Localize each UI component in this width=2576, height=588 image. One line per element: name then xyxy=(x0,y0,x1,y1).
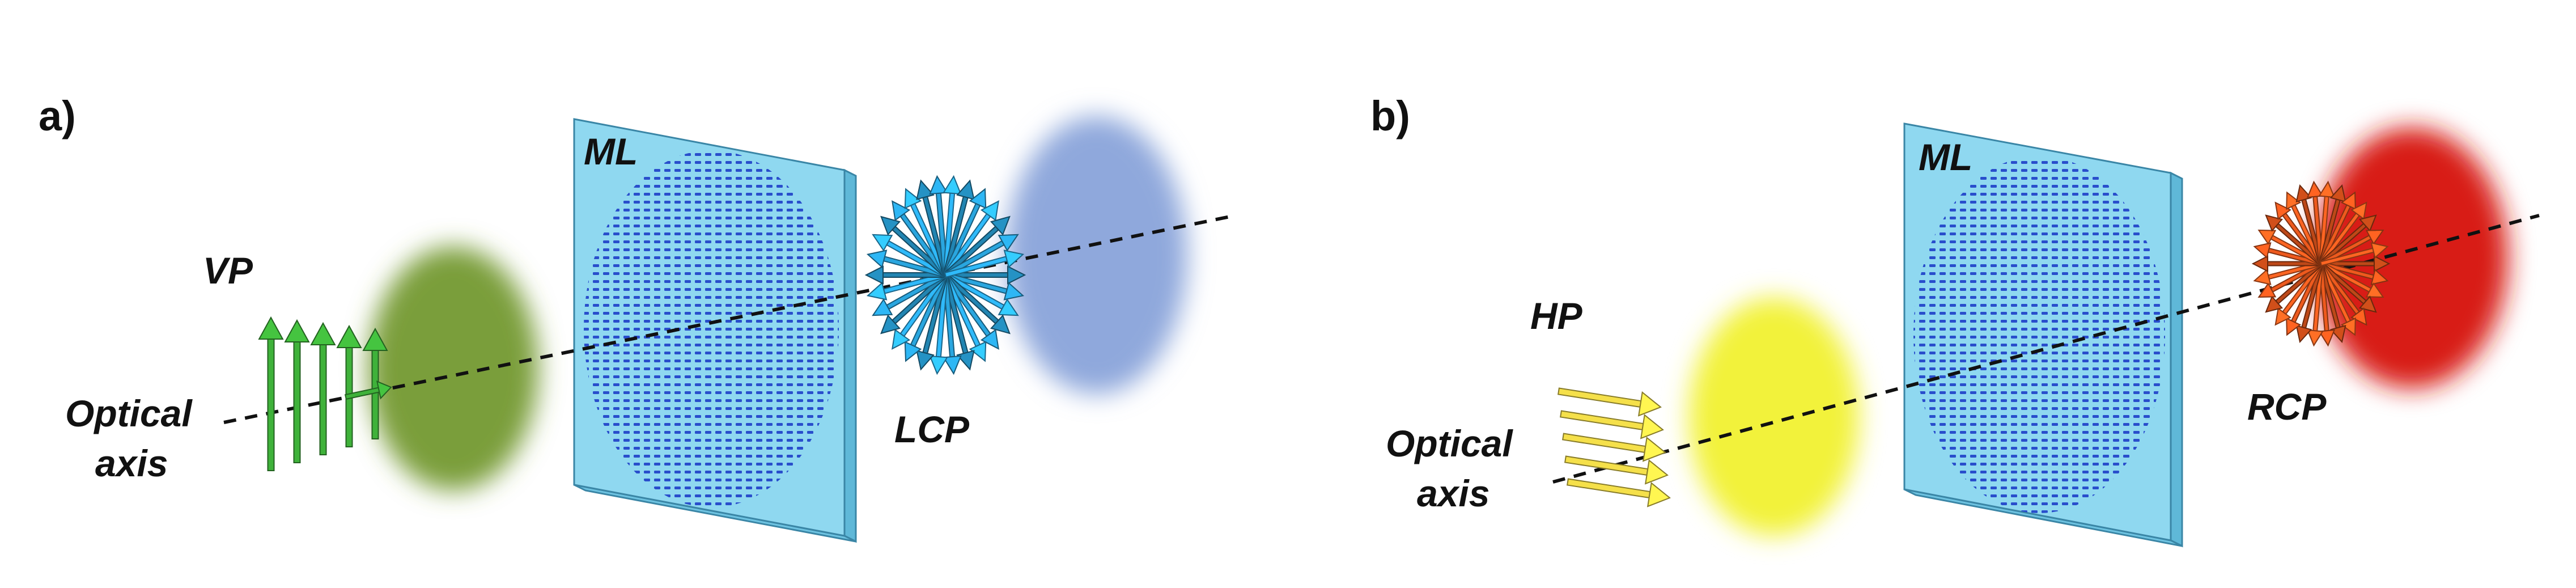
polarization-arrow xyxy=(943,215,1011,278)
polarization-arrow xyxy=(344,380,392,400)
polarization-arrow xyxy=(866,249,947,278)
parallel-arrows-icon xyxy=(1558,387,1671,507)
panel-a: a) VP ML LCP Optical axis xyxy=(39,92,1236,543)
input-beam-spot xyxy=(1689,298,1859,536)
input-beam-spot xyxy=(368,247,538,490)
radial-arrow-burst-icon xyxy=(864,175,1026,375)
metalens-plate xyxy=(1903,122,2183,548)
panel-b-letter: b) xyxy=(1370,92,1410,139)
metalens-pattern xyxy=(584,150,839,507)
polarization-arrow xyxy=(284,319,310,463)
output-beam-spot xyxy=(1006,116,1187,394)
polarization-arrow xyxy=(1558,387,1662,417)
optical-axis-label-line1: Optical xyxy=(1386,422,1513,464)
polarization-arrow xyxy=(864,265,946,285)
polarization-arrow xyxy=(944,249,1025,278)
polarization-arrow xyxy=(310,322,336,455)
polarization-arrow xyxy=(943,200,999,277)
metalens-pattern xyxy=(1913,156,2165,513)
polarization-arrow xyxy=(2257,229,2323,266)
panel-a-letter: a) xyxy=(39,92,76,139)
polarization-arrow xyxy=(2319,261,2389,285)
polarization-arrow xyxy=(1567,478,1671,507)
polarization-arrow xyxy=(2257,261,2323,298)
lcp-label: LCP xyxy=(894,408,970,450)
polarization-arrow xyxy=(1562,433,1666,462)
optical-axis-label-line2: axis xyxy=(1417,472,1489,514)
polarization-arrow xyxy=(2318,180,2336,265)
polarization-arrow xyxy=(943,234,1019,278)
radial-arrow-burst-icon xyxy=(2251,180,2391,347)
optical-axis-label-line1: Optical xyxy=(65,392,193,434)
polarization-arrow xyxy=(1564,455,1669,485)
ml-label: ML xyxy=(584,130,638,172)
polarization-arrow xyxy=(1560,410,1664,439)
metalens-plate xyxy=(573,118,857,543)
parallel-arrows-icon xyxy=(258,316,392,471)
panel-b: b) HP ML RCP Optical axis xyxy=(1370,92,2540,548)
polarization-arrow xyxy=(2319,261,2384,298)
ml-label: ML xyxy=(1919,136,1972,178)
hp-label: HP xyxy=(1530,295,1583,337)
polarization-arrow xyxy=(2319,242,2389,266)
polarization-arrow xyxy=(336,324,362,447)
polarization-arrow xyxy=(362,327,388,439)
polarization-arrow xyxy=(258,316,284,471)
optical-axis-label-line2: axis xyxy=(95,442,168,484)
vp-label: VP xyxy=(203,249,253,291)
polarization-arrow xyxy=(2318,184,2346,265)
rcp-label: RCP xyxy=(2247,386,2327,428)
